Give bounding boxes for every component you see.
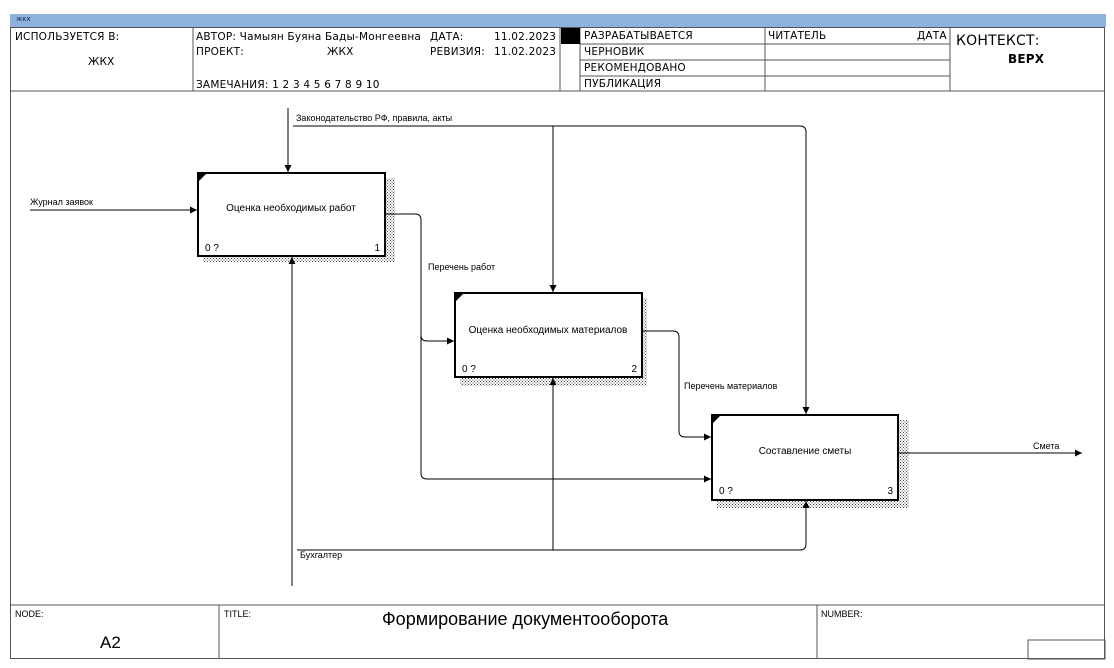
used-in-label: ИСПОЛЬЗУЕТСЯ В: <box>15 31 120 43</box>
notes-field: ЗАМЕЧАНИЯ: 1 2 3 4 5 6 7 8 9 10 <box>196 79 380 91</box>
diagram-frame <box>10 27 1105 659</box>
window-titlebar: жкх <box>10 14 1106 27</box>
context-label: КОНТЕКСТ: <box>956 33 1040 49</box>
box-3-label: Составление сметы <box>759 446 852 457</box>
mechanism-arrow-branch[interactable] <box>297 501 810 551</box>
control-arrow-label: Законодательство РФ, правила, акты <box>296 113 452 123</box>
status-working: РАЗРАБАТЫВАЕТСЯ <box>584 30 693 42</box>
box-1-code: 0 ? <box>205 243 219 254</box>
activity-box-2[interactable] <box>454 292 643 378</box>
revision-label: РЕВИЗИЯ: <box>430 46 486 58</box>
box-1-number: 1 <box>374 243 380 254</box>
used-in-value: ЖКХ <box>88 56 115 68</box>
window-title: жкх <box>16 15 31 23</box>
mechanism-arrow-label: Бухгалтер <box>300 550 342 560</box>
activity-box-1[interactable] <box>197 172 386 257</box>
number-label: NUMBER: <box>821 609 863 619</box>
footer-grid <box>10 604 1106 660</box>
title-label: TITLE: <box>224 609 252 619</box>
project-value: ЖКХ <box>327 46 354 58</box>
box-3-number: 3 <box>887 486 893 497</box>
status-publication: ПУБЛИКАЦИЯ <box>584 78 662 90</box>
control-arrow-branch[interactable] <box>293 125 810 414</box>
date-value: 11.02.2023 <box>494 31 557 43</box>
date-label: ДАТА: <box>430 31 464 43</box>
materials-list-arrow[interactable] <box>642 330 711 441</box>
header-grid <box>10 27 1105 92</box>
box-2-label: Оценка необходимых материалов <box>469 324 628 336</box>
diagram-title: Формирование документооборота <box>382 609 669 629</box>
status-draft: ЧЕРНОВИК <box>584 46 645 58</box>
reader-date-label: ДАТА <box>917 30 947 42</box>
work-list-label: Перечень работ <box>428 262 495 272</box>
output-arrow-label: Смета <box>1033 441 1059 451</box>
input-arrow-label: Журнал заявок <box>30 197 93 207</box>
box-2-number: 2 <box>631 364 637 375</box>
reader-label: ЧИТАТЕЛЬ <box>768 30 827 42</box>
box-1-label: Оценка необходимых работ <box>226 202 356 214</box>
node-value: A2 <box>100 633 121 652</box>
status-recommended: РЕКОМЕНДОВАНО <box>584 62 686 74</box>
box-2-code: 0 ? <box>462 364 476 375</box>
project-label: ПРОЕКТ: <box>196 46 244 58</box>
materials-list-label: Перечень материалов <box>684 381 777 391</box>
author-field: АВТОР: Чамыян Буяна Бады-Монгеевна <box>196 31 422 43</box>
status-marker <box>561 28 580 44</box>
context-value: ВЕРХ <box>1008 52 1045 66</box>
work-list-arrow-to-box-2[interactable] <box>385 213 454 345</box>
work-list-arrow-to-box-3[interactable] <box>420 335 711 483</box>
box-3-code: 0 ? <box>719 486 733 497</box>
node-label: NODE: <box>15 609 44 619</box>
revision-value: 11.02.2023 <box>494 46 557 58</box>
activity-box-3[interactable] <box>711 414 899 501</box>
